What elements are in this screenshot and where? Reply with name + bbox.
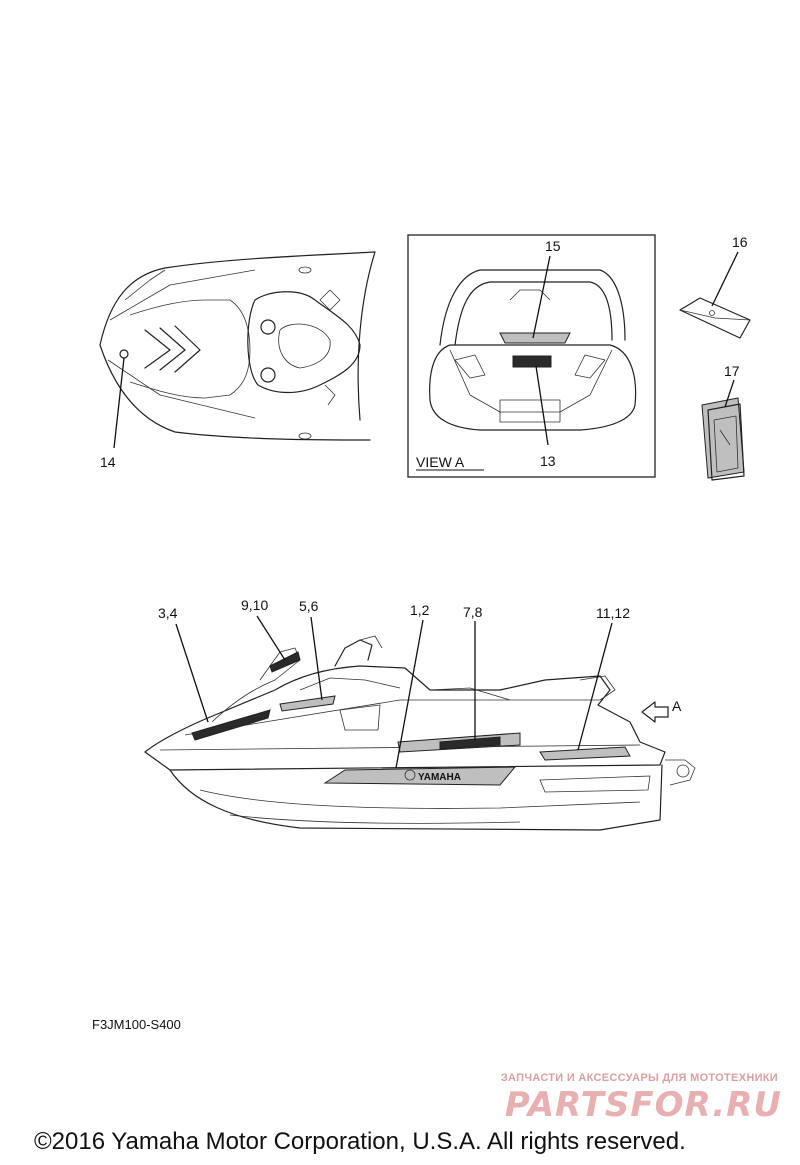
callout-1-2: 1,2 <box>410 602 430 618</box>
watermark-tagline: ЗАПЧАСТИ И АКСЕССУАРЫ ДЛЯ МОТОТЕХНИКИ <box>500 1072 778 1084</box>
callout-13: 13 <box>540 453 556 469</box>
copyright-notice: ©2016 Yamaha Motor Corporation, U.S.A. A… <box>34 1128 686 1155</box>
callout-15: 15 <box>545 238 561 254</box>
callout-14: 14 <box>100 454 116 470</box>
callout-11-12: 11,12 <box>596 605 630 621</box>
view-a-frame <box>407 234 656 478</box>
rear-view-illustration <box>429 269 637 431</box>
watermark-brand: PARTSFOR.RU <box>504 1085 782 1125</box>
callout-16: 16 <box>732 234 748 250</box>
callout-7-8: 7,8 <box>463 604 483 620</box>
side-view-illustration <box>144 635 696 831</box>
part-16-illustration <box>679 251 751 339</box>
diagram-code: F3JM100-S400 <box>92 1017 181 1032</box>
part-17-illustration <box>701 379 745 481</box>
callout-5-6: 5,6 <box>299 598 319 614</box>
view-a-label: VIEW A <box>416 454 465 470</box>
hull-emblem-text: YAMAHA <box>418 772 461 783</box>
callout-3-4: 3,4 <box>158 605 178 621</box>
view-arrow-a <box>641 701 669 723</box>
deck-view-illustration <box>99 251 376 449</box>
callout-9-10: 9,10 <box>241 597 268 613</box>
view-arrow-label: A <box>672 698 682 714</box>
callout-17: 17 <box>724 363 740 379</box>
